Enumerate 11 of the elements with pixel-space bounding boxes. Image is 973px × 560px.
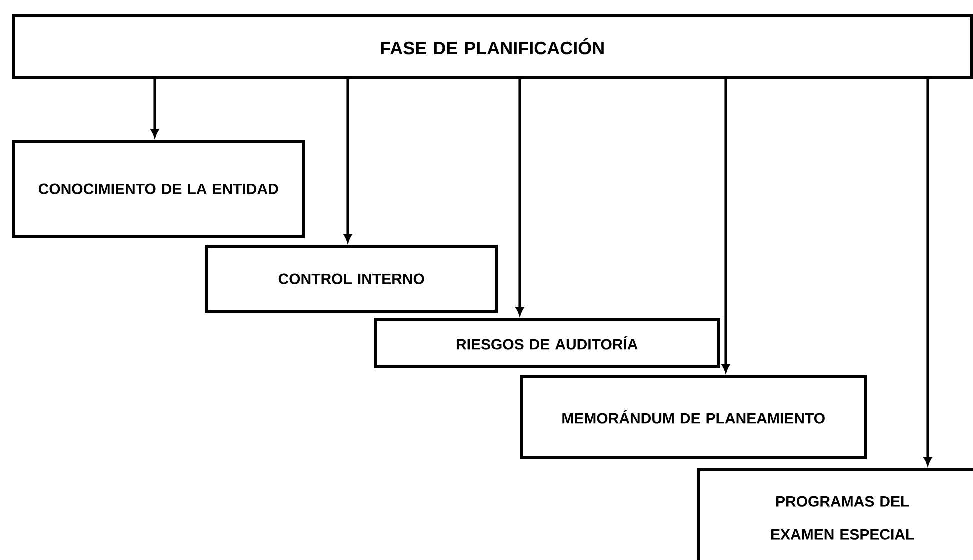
process-box: CONOCIMIENTO DE LA ENTIDAD [12,140,306,238]
process-box: FASE DE PLANIFICACIÓN [12,14,973,80]
process-box: PROGRAMAS DEL EXAMEN ESPECIAL [697,468,973,560]
process-box: MEMORÁNDUM DE PLANEAMIENTO [520,375,868,460]
arrow [722,79,730,372]
process-box: CONTROL INTERNO [205,245,498,314]
arrow [516,79,524,316]
process-box: RIESGOS DE AUDITORÍA [374,318,720,368]
arrow [344,79,352,242]
arrow [924,79,932,466]
arrow [151,79,159,138]
